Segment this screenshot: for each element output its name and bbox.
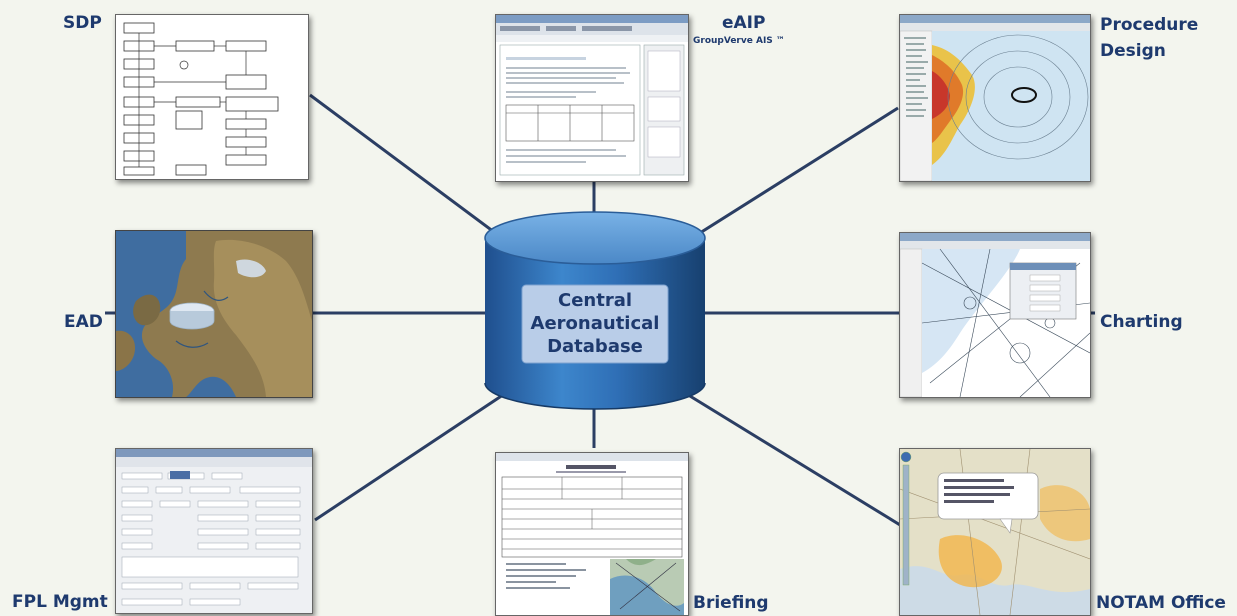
- ead-label: EAD: [64, 312, 103, 332]
- notam-office-label: NOTAM Office: [1096, 593, 1226, 613]
- briefing-label: Briefing: [693, 593, 769, 613]
- database-cylinder: Central Aeronautical Database: [484, 211, 706, 410]
- sdp-thumbnail[interactable]: [115, 14, 309, 180]
- procedure-design-thumbnail[interactable]: [899, 14, 1091, 182]
- ead-thumbnail[interactable]: [115, 230, 313, 398]
- connector-fpl: [314, 383, 519, 522]
- eaip-thumbnail[interactable]: [495, 14, 689, 182]
- eaip-sublabel: GroupVerve AIS ™: [693, 36, 785, 46]
- center-label-line1: Central: [558, 290, 632, 311]
- procedure-design-label-line1: Procedure: [1100, 15, 1199, 35]
- notam-office-thumbnail[interactable]: [899, 448, 1091, 616]
- center-label-line2: Aeronautical: [531, 313, 660, 334]
- eaip-label: eAIP: [722, 13, 766, 33]
- connector-sdp: [309, 93, 526, 257]
- connector-notam: [671, 383, 906, 530]
- procedure-design-label-line2: Design: [1100, 41, 1166, 61]
- briefing-thumbnail[interactable]: [495, 452, 689, 616]
- fpl-mgmt-label: FPL Mgmt: [12, 592, 108, 612]
- charting-thumbnail[interactable]: [899, 232, 1091, 398]
- fpl-mgmt-thumbnail[interactable]: [115, 448, 313, 614]
- center-label-line3: Database: [547, 336, 643, 357]
- sdp-label: SDP: [63, 13, 102, 33]
- connector-procedure-design: [664, 106, 899, 257]
- charting-label: Charting: [1100, 312, 1183, 332]
